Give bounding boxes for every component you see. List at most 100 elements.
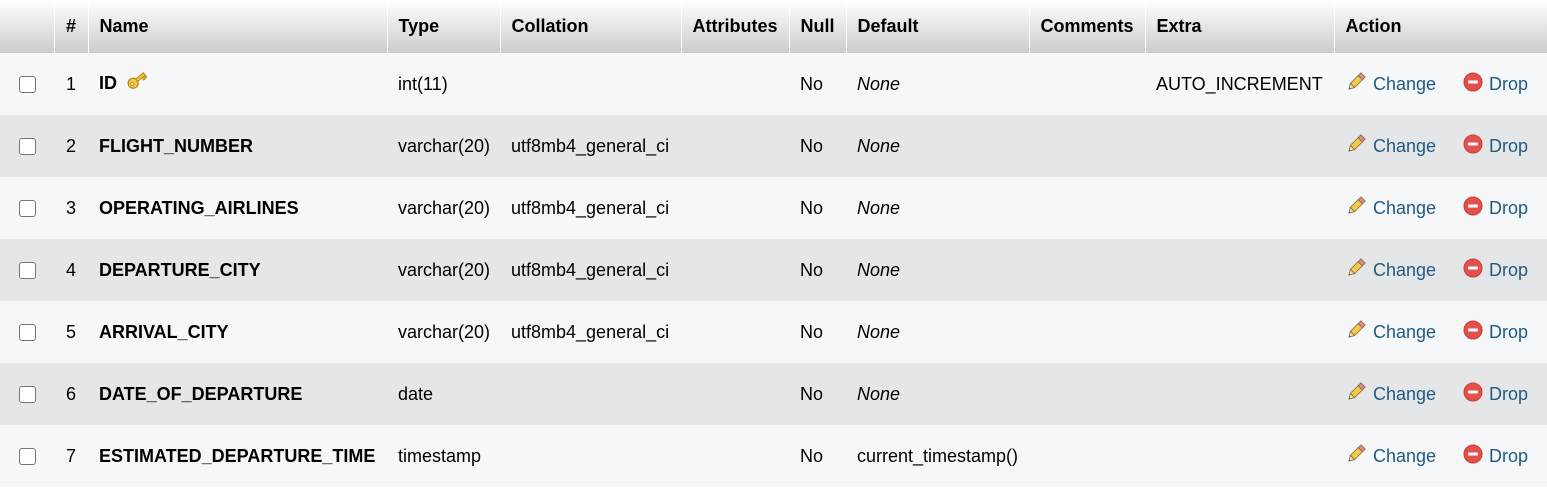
drop-link[interactable]: Drop bbox=[1463, 382, 1528, 407]
change-link[interactable]: Change bbox=[1345, 443, 1463, 470]
row-name-cell: DEPARTURE_CITY bbox=[88, 239, 387, 301]
column-comments bbox=[1029, 301, 1145, 363]
column-attributes bbox=[681, 53, 789, 115]
row-checkbox[interactable] bbox=[18, 448, 36, 466]
change-label: Change bbox=[1373, 445, 1437, 466]
column-extra bbox=[1145, 239, 1334, 301]
column-collation: utf8mb4_general_ci bbox=[511, 197, 670, 218]
header-extra[interactable]: Extra bbox=[1145, 0, 1335, 53]
column-extra bbox=[1145, 177, 1334, 239]
column-comments bbox=[1029, 53, 1145, 115]
drop-link[interactable]: Drop bbox=[1463, 444, 1528, 469]
header-attributes[interactable]: Attributes bbox=[681, 0, 790, 53]
table-row-5: 5 ARRIVAL_CITY varchar(20) utf8mb4_gener… bbox=[0, 301, 1547, 363]
table-body: 1 ID int(11) No None AUTO_INCREMENT bbox=[0, 53, 1547, 487]
row-name-cell: FLIGHT_NUMBER bbox=[88, 115, 387, 177]
column-comments bbox=[1029, 115, 1145, 177]
row-actions: Change Drop bbox=[1334, 53, 1547, 115]
column-attributes bbox=[681, 301, 789, 363]
row-checkbox[interactable] bbox=[18, 324, 36, 342]
change-label: Change bbox=[1373, 197, 1437, 218]
column-attributes bbox=[681, 115, 789, 177]
column-name: ARRIVAL_CITY bbox=[99, 321, 229, 342]
header-comments[interactable]: Comments bbox=[1029, 0, 1146, 53]
column-attributes bbox=[681, 425, 789, 487]
row-checkbox[interactable] bbox=[18, 386, 36, 404]
drop-icon bbox=[1463, 382, 1483, 407]
header-collation[interactable]: Collation bbox=[500, 0, 682, 53]
column-type: varchar(20) bbox=[398, 197, 491, 218]
column-null: No bbox=[800, 73, 824, 94]
drop-label: Drop bbox=[1489, 259, 1529, 280]
column-default: None bbox=[857, 73, 901, 94]
drop-label: Drop bbox=[1489, 383, 1529, 404]
row-number: 6 bbox=[65, 383, 76, 404]
header-null[interactable]: Null bbox=[789, 0, 847, 53]
header-type[interactable]: Type bbox=[387, 0, 501, 53]
change-link[interactable]: Change bbox=[1345, 195, 1463, 222]
row-checkbox-cell bbox=[0, 53, 54, 115]
column-null: No bbox=[800, 259, 824, 280]
column-attributes bbox=[681, 177, 789, 239]
row-checkbox-cell bbox=[0, 425, 54, 487]
change-label: Change bbox=[1373, 259, 1437, 280]
row-checkbox[interactable] bbox=[18, 138, 36, 156]
drop-label: Drop bbox=[1489, 73, 1529, 94]
change-link[interactable]: Change bbox=[1345, 71, 1463, 98]
drop-icon bbox=[1463, 444, 1483, 469]
column-extra bbox=[1145, 115, 1334, 177]
header-default[interactable]: Default bbox=[846, 0, 1030, 53]
drop-icon bbox=[1463, 320, 1483, 345]
row-actions: Change Drop bbox=[1334, 425, 1547, 487]
drop-link[interactable]: Drop bbox=[1463, 196, 1528, 221]
row-checkbox[interactable] bbox=[18, 200, 36, 218]
column-comments bbox=[1029, 239, 1145, 301]
header-name[interactable]: Name bbox=[88, 0, 388, 53]
row-number: 5 bbox=[65, 321, 76, 342]
column-default: None bbox=[857, 321, 901, 342]
drop-icon bbox=[1463, 134, 1483, 159]
column-extra bbox=[1145, 301, 1334, 363]
change-link[interactable]: Change bbox=[1345, 319, 1463, 346]
row-name-cell: ID bbox=[88, 53, 387, 115]
column-null: No bbox=[800, 445, 824, 466]
column-type: varchar(20) bbox=[398, 135, 491, 156]
row-checkbox[interactable] bbox=[18, 76, 36, 94]
row-number: 7 bbox=[65, 445, 76, 466]
pencil-icon bbox=[1345, 71, 1367, 98]
column-name: FLIGHT_NUMBER bbox=[99, 135, 253, 156]
header-checkbox-column bbox=[0, 0, 55, 53]
table-row-2: 2 FLIGHT_NUMBER varchar(20) utf8mb4_gene… bbox=[0, 115, 1547, 177]
drop-link[interactable]: Drop bbox=[1463, 72, 1528, 97]
row-checkbox[interactable] bbox=[18, 262, 36, 280]
drop-link[interactable]: Drop bbox=[1463, 258, 1528, 283]
change-link[interactable]: Change bbox=[1345, 133, 1463, 160]
drop-label: Drop bbox=[1489, 445, 1529, 466]
row-name-cell: DATE_OF_DEPARTURE bbox=[88, 363, 387, 425]
row-actions: Change Drop bbox=[1334, 363, 1547, 425]
column-collation bbox=[500, 425, 681, 487]
change-link[interactable]: Change bbox=[1345, 381, 1463, 408]
change-label: Change bbox=[1373, 73, 1437, 94]
row-actions: Change Drop bbox=[1334, 115, 1547, 177]
row-actions: Change Drop bbox=[1334, 301, 1547, 363]
column-comments bbox=[1029, 363, 1145, 425]
table-row-7: 7 ESTIMATED_DEPARTURE_TIME timestamp No … bbox=[0, 425, 1547, 487]
header-num[interactable]: # bbox=[54, 0, 89, 53]
column-name: OPERATING_AIRLINES bbox=[99, 197, 299, 218]
row-checkbox-cell bbox=[0, 177, 54, 239]
column-collation bbox=[500, 53, 681, 115]
column-name: DATE_OF_DEPARTURE bbox=[99, 383, 303, 404]
pencil-icon bbox=[1345, 195, 1367, 222]
change-link[interactable]: Change bbox=[1345, 257, 1463, 284]
drop-label: Drop bbox=[1489, 197, 1529, 218]
row-name-cell: OPERATING_AIRLINES bbox=[88, 177, 387, 239]
column-comments bbox=[1029, 177, 1145, 239]
drop-link[interactable]: Drop bbox=[1463, 134, 1528, 159]
drop-link[interactable]: Drop bbox=[1463, 320, 1528, 345]
drop-icon bbox=[1463, 196, 1483, 221]
column-null: No bbox=[800, 135, 824, 156]
column-null: No bbox=[800, 321, 824, 342]
column-null: No bbox=[800, 383, 824, 404]
row-name-cell: ESTIMATED_DEPARTURE_TIME bbox=[88, 425, 387, 487]
